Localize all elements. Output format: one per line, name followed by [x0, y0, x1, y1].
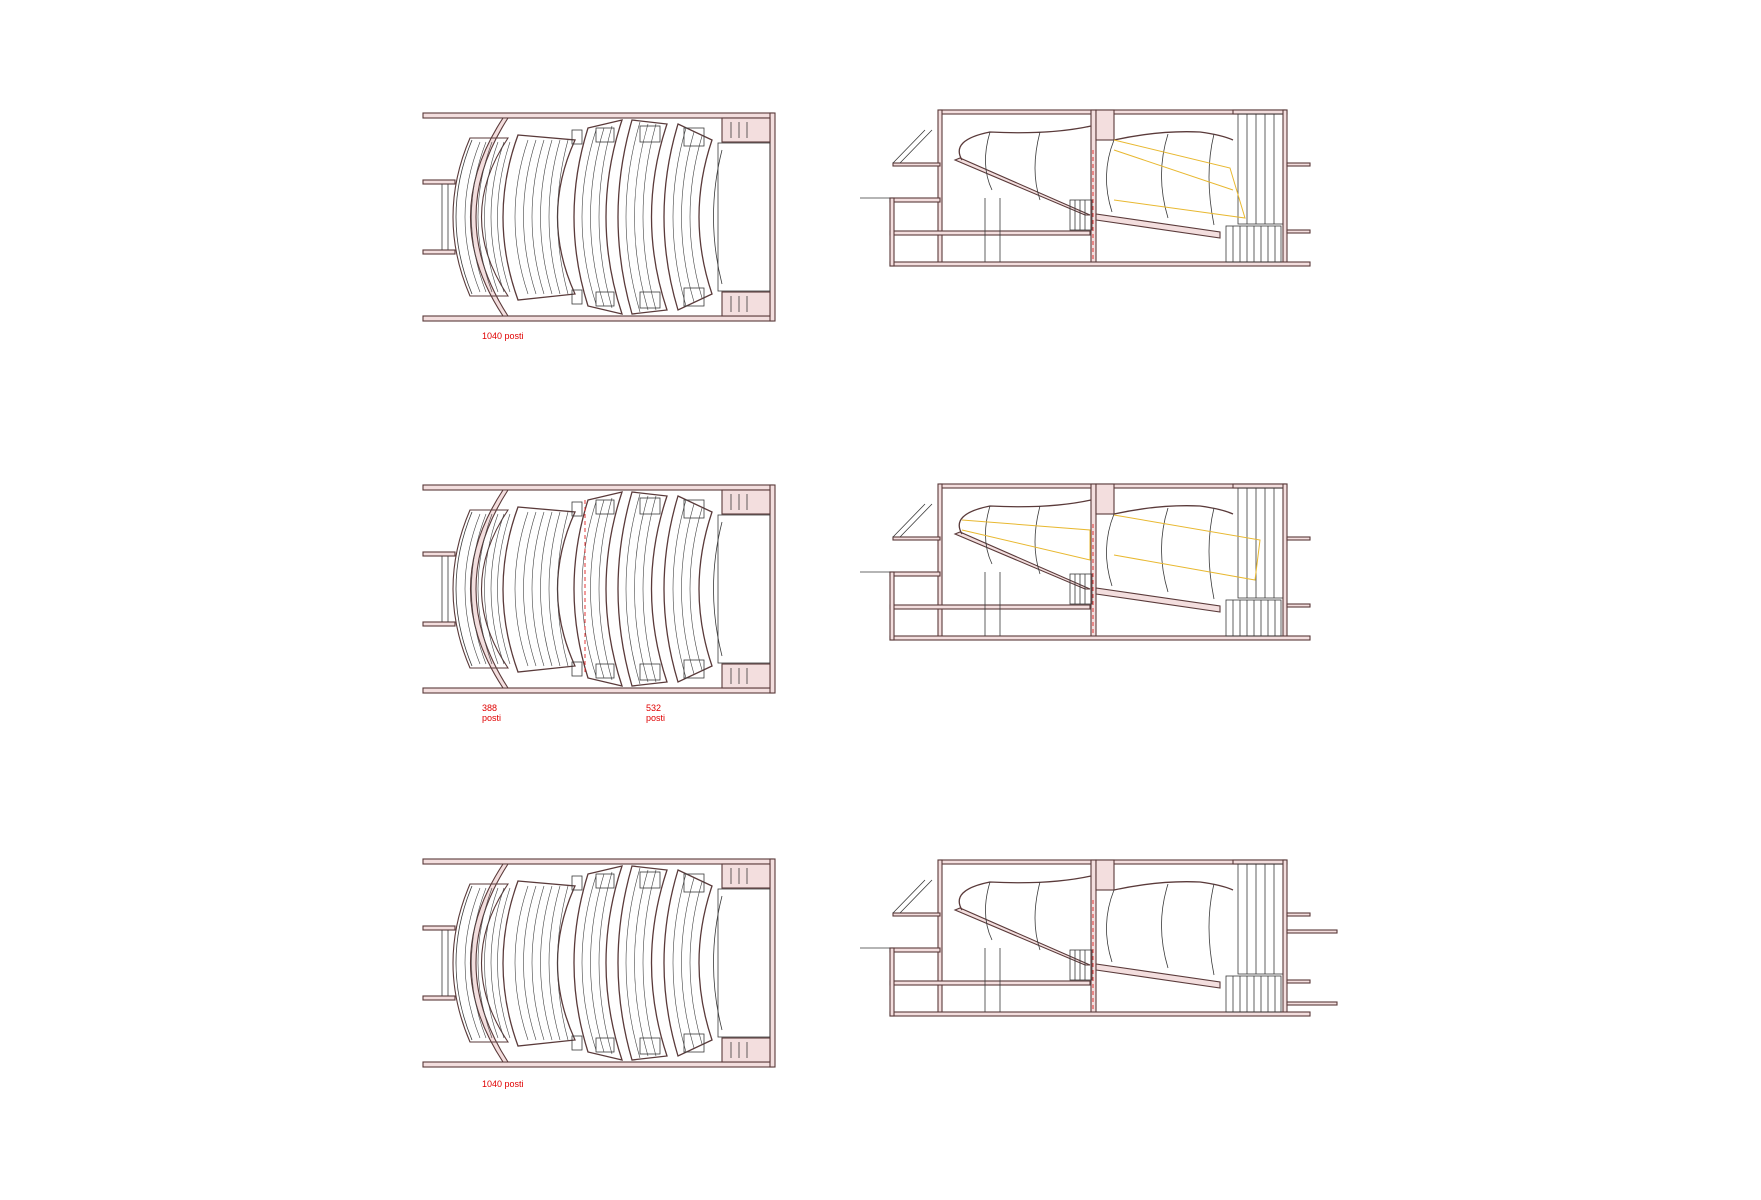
section-1 — [859, 109, 1311, 267]
section-2 — [859, 483, 1311, 641]
floor-plan-2 — [422, 484, 776, 694]
floor-plan-1 — [422, 112, 776, 322]
plan-3-seat-count: 1040 posti — [482, 1079, 524, 1089]
section-3 — [859, 859, 1338, 1017]
plan-1-seat-count: 1040 posti — [482, 331, 524, 341]
floor-plan-3 — [422, 858, 776, 1068]
